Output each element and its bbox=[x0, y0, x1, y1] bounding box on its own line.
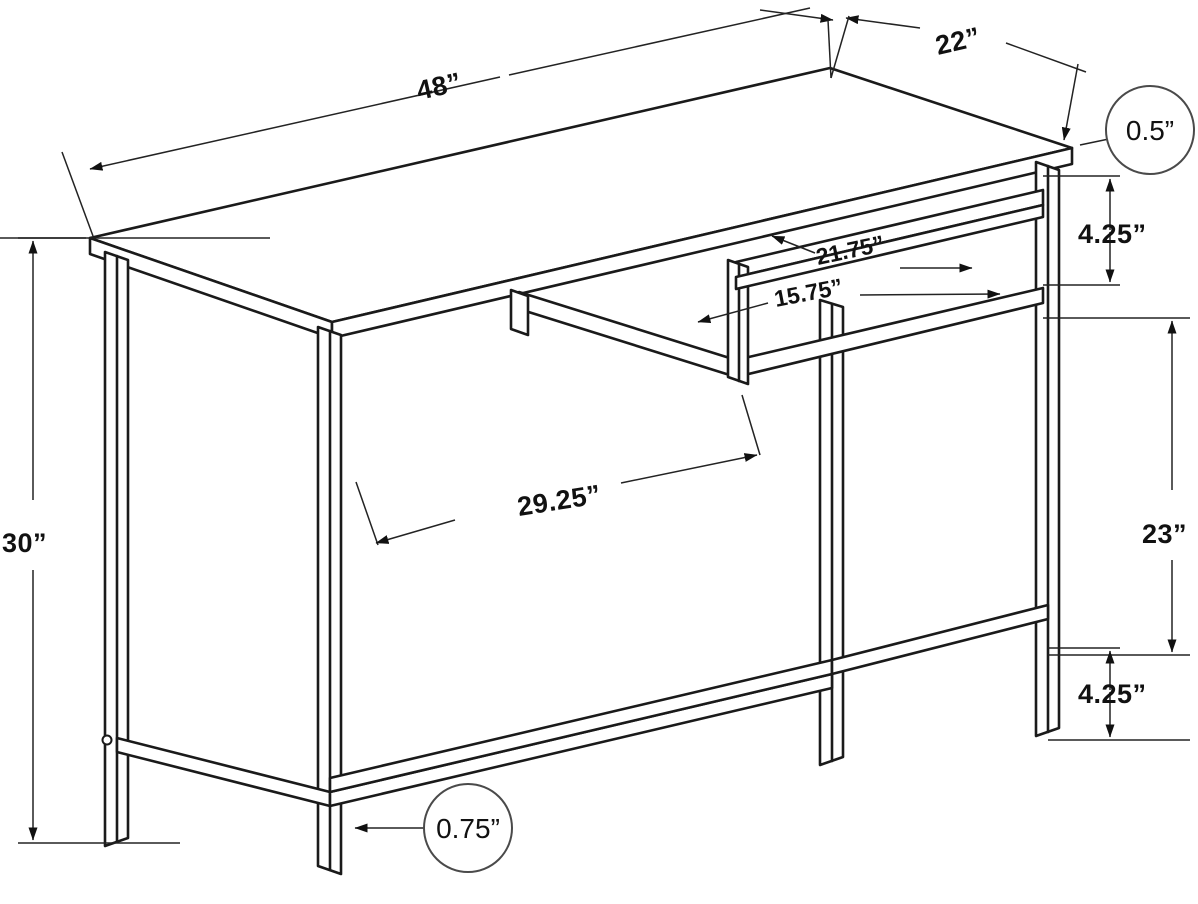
dim-label-22: 22” bbox=[933, 21, 984, 60]
dim-line-22-inner bbox=[845, 15, 921, 29]
dim-line-22-right bbox=[1005, 42, 1087, 73]
ext-tick-2925-left bbox=[355, 481, 379, 546]
stretcher-long-back bbox=[328, 658, 834, 794]
dim-line-48-left bbox=[89, 76, 501, 171]
callout-top-thickness: 0.5” bbox=[1079, 85, 1195, 175]
desk-object bbox=[88, 66, 1074, 876]
balloon-0-75 bbox=[423, 783, 513, 873]
dimension-leg-height-to-rail: 23” bbox=[1043, 317, 1190, 656]
shelf-bracket-left bbox=[509, 288, 530, 337]
dim-line-22-left bbox=[759, 9, 834, 23]
dim-arrow-1575-left bbox=[697, 302, 769, 324]
callout-label-0-75: 0.75” bbox=[436, 813, 500, 844]
ext-tick-2925-right bbox=[741, 394, 761, 456]
ext-line-22-b bbox=[830, 15, 850, 79]
dim-label-23: 23” bbox=[1142, 519, 1187, 549]
callout-tube-width: 0.75” bbox=[354, 783, 513, 873]
dim-label-2175: 21.75” bbox=[814, 230, 887, 270]
ext-line-22-a bbox=[827, 19, 832, 79]
shelf-rail-front bbox=[517, 290, 738, 379]
dim-tick-48 bbox=[61, 151, 94, 237]
dimension-rail-clearance-lower: 4.25” bbox=[1048, 647, 1190, 741]
dimension-knee-space: 29.25” bbox=[355, 394, 761, 546]
stretcher-left-side bbox=[115, 736, 332, 808]
dim-label-2925: 29.25” bbox=[515, 479, 603, 522]
dim-label-425-upper: 4.25” bbox=[1078, 219, 1147, 249]
dim-label-425-lower: 4.25” bbox=[1078, 679, 1147, 709]
dim-arrow-2925-right bbox=[620, 453, 758, 484]
dim-line-48-right bbox=[508, 7, 811, 76]
stretcher-long-front bbox=[328, 672, 834, 808]
callout-label-0-5: 0.5” bbox=[1126, 115, 1174, 146]
dimension-shelf-clearance-upper: 4.25” bbox=[1043, 175, 1147, 286]
dim-arrow-2925-left bbox=[375, 519, 456, 544]
dim-arrow-2175-left bbox=[771, 235, 816, 254]
dim-label-48: 48” bbox=[414, 67, 464, 106]
shelf-rail-mid bbox=[734, 203, 1045, 291]
dim-arrow-1575-right bbox=[859, 289, 1001, 299]
dimension-overall-height: 30” bbox=[2, 237, 270, 844]
stretcher-right-side bbox=[830, 603, 1050, 676]
assembly-bolt-hole bbox=[101, 734, 113, 746]
dim-line-22-corner bbox=[1061, 63, 1079, 141]
dim-label-30: 30” bbox=[2, 528, 47, 558]
balloon-0-5 bbox=[1105, 85, 1195, 175]
